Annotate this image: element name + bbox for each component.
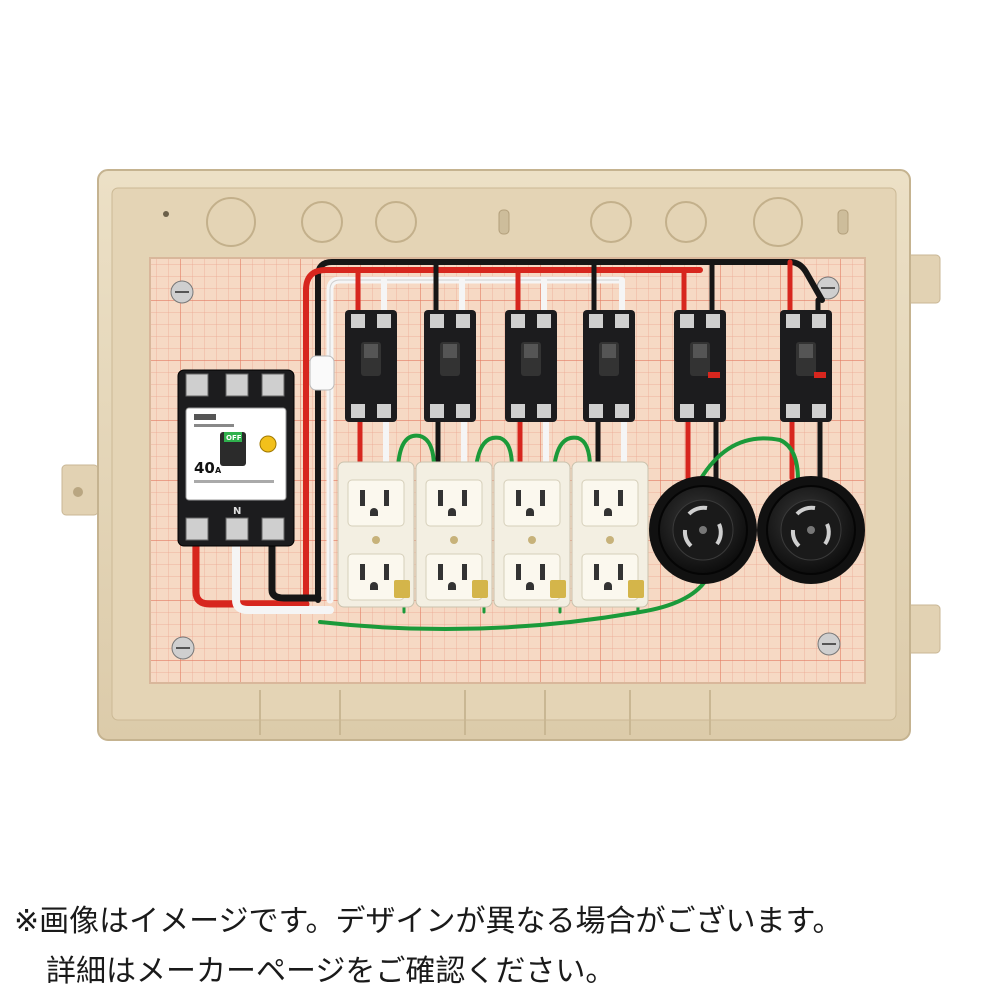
distribution-box-photo: OFF 40 A N [61,169,941,741]
cable-clamp [309,355,335,391]
duplex-outlets [337,461,649,608]
disclaimer-line-1: ※画像はイメージです。デザインが異なる場合がございます。 [14,904,843,939]
breaker-rating: 40 [194,459,215,477]
knockout-holes [206,197,803,247]
main-breaker [177,369,295,547]
wiring [192,259,825,632]
breaker-off-label: OFF [226,434,242,442]
twist-lock-receptacles [649,476,865,584]
breaker-neutral-label: N [233,506,241,517]
breaker-rating-unit: A [215,466,222,475]
branch-breakers [345,310,832,422]
disclaimer-line-2: 詳細はメーカーページをご確認ください。 [46,954,616,989]
board-screws [170,276,841,660]
